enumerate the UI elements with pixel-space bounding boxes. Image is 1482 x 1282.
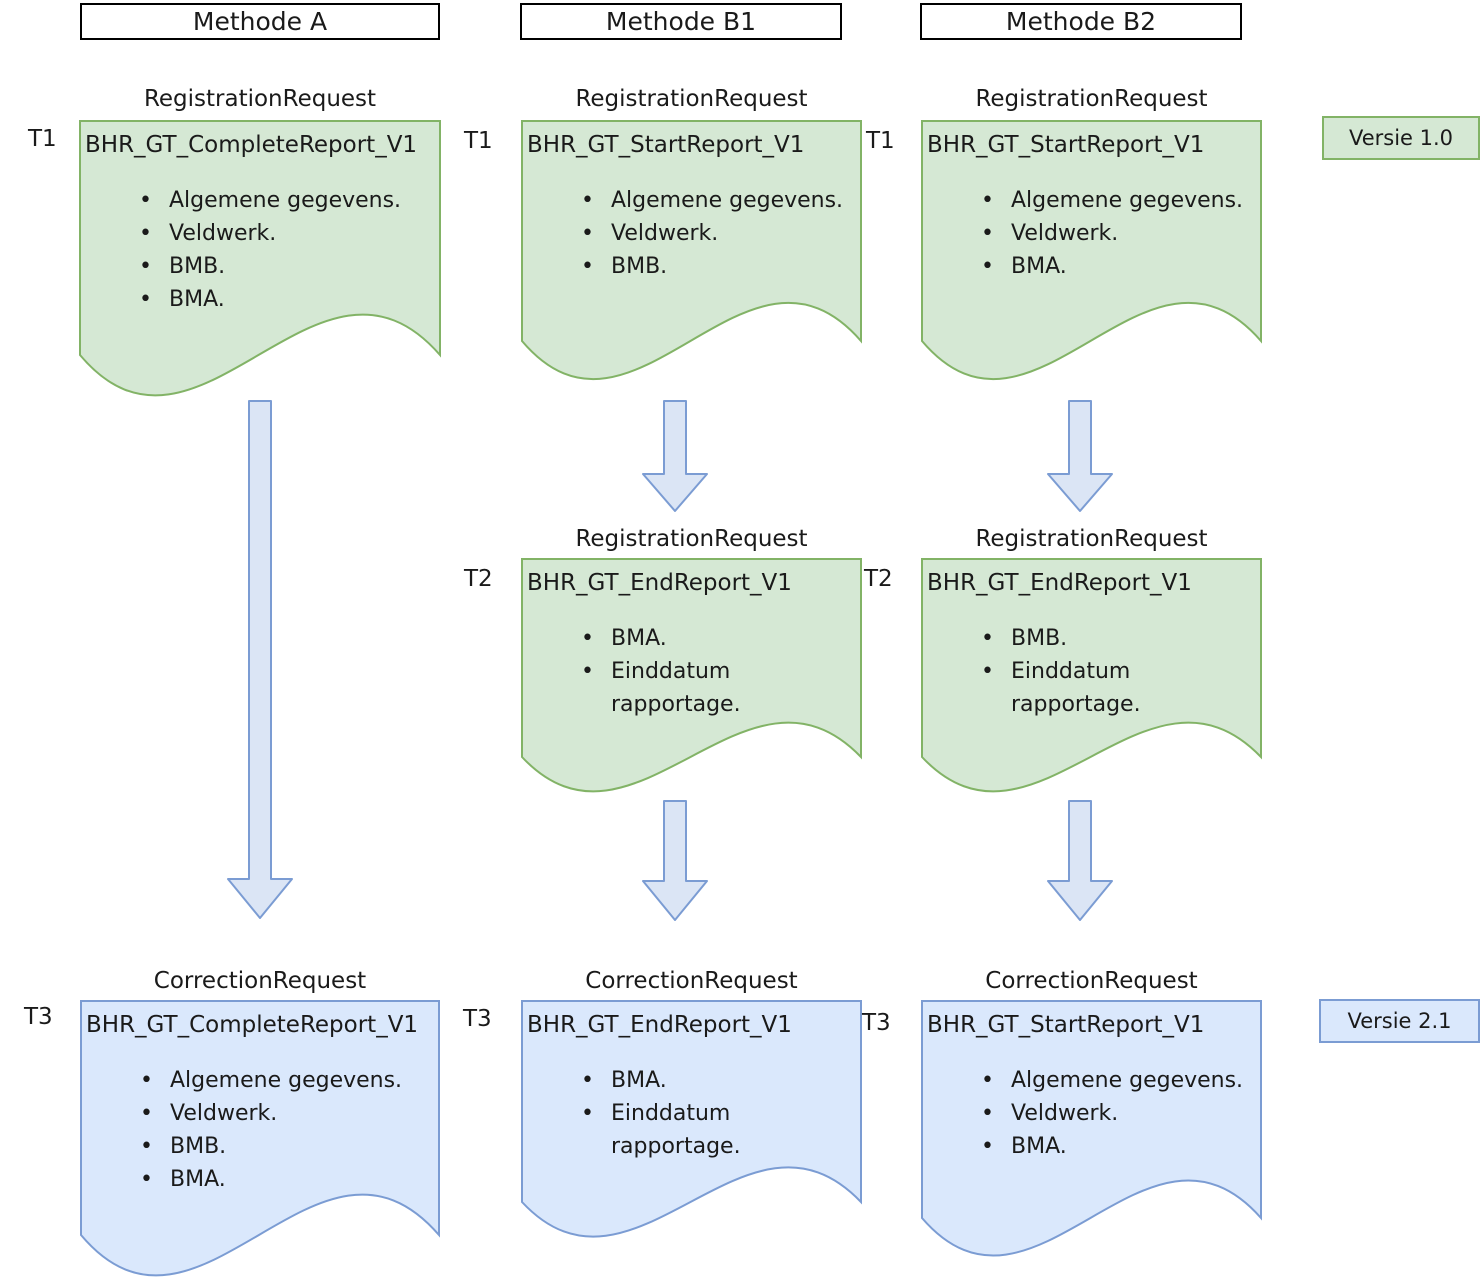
down-arrow-icon [642,400,708,512]
document-bullet-list: Algemene gegevens.Veldwerk.BMB.BMA. [86,1064,436,1196]
document-bullet-list: BMB.Einddatum rapportage. [927,622,1258,721]
bullet-item: BMA. [981,250,1254,283]
version-badge-1-0: Versie 1.0 [1322,116,1480,160]
bullet-item: BMA. [139,283,433,316]
document-title: BHR_GT_StartReport_V1 [527,132,805,158]
request-type-label: RegistrationRequest [975,86,1208,112]
document-title: BHR_GT_StartReport_V1 [927,132,1205,158]
bullet-item: BMA. [581,1064,854,1097]
document-b1-t1: BHR_GT_StartReport_V1 Algemene gegevens.… [521,120,862,383]
method-header-a: Methode A [80,3,440,40]
document-title: BHR_GT_EndReport_V1 [527,570,792,596]
time-label: T2 [864,566,893,592]
time-label: T3 [463,1006,492,1032]
down-arrow-icon [642,800,708,921]
bullet-item: Veldwerk. [139,217,433,250]
bullet-item: Algemene gegevens. [981,184,1254,217]
bullet-item: Einddatum rapportage. [581,1097,854,1163]
document-title: BHR_GT_CompleteReport_V1 [85,132,418,158]
document-title: BHR_GT_EndReport_V1 [527,1012,792,1038]
version-badge-1-0-label: Versie 1.0 [1348,126,1454,150]
request-type-label: RegistrationRequest [975,526,1208,552]
document-a-t3: BHR_GT_CompleteReport_V1 Algemene gegeve… [80,1000,440,1280]
bullet-item: BMB. [140,1130,432,1163]
bullet-item: Veldwerk. [581,217,854,250]
bullet-item: BMB. [981,622,1254,655]
document-b2-t1: BHR_GT_StartReport_V1 Algemene gegevens.… [921,120,1262,383]
document-bullet-list: Algemene gegevens.Veldwerk.BMB.BMA. [85,184,437,316]
document-a-t1: BHR_GT_CompleteReport_V1 Algemene gegeve… [79,120,441,400]
document-title: BHR_GT_StartReport_V1 [927,1012,1205,1038]
bullet-item: Einddatum rapportage. [581,655,854,721]
time-label: T1 [464,128,493,154]
method-header-b1: Methode B1 [520,3,842,40]
bullet-item: BMA. [581,622,854,655]
request-type-label: RegistrationRequest [575,86,808,112]
time-label: T3 [24,1004,53,1030]
time-label: T1 [28,126,57,152]
document-b2-t3: BHR_GT_StartReport_V1 Algemene gegevens.… [921,1000,1262,1260]
document-title: BHR_GT_EndReport_V1 [927,570,1192,596]
request-type-label: RegistrationRequest [575,526,808,552]
time-label: T2 [464,566,493,592]
version-badge-2-1-label: Versie 2.1 [1347,1009,1452,1033]
request-type-label: RegistrationRequest [143,86,377,112]
bullet-item: BMA. [140,1163,432,1196]
bullet-item: Algemene gegevens. [581,184,854,217]
document-bullet-list: BMA.Einddatum rapportage. [527,622,858,721]
bullet-item: BMB. [581,250,854,283]
document-title: BHR_GT_CompleteReport_V1 [86,1012,419,1038]
document-b2-t2: BHR_GT_EndReport_V1 BMB.Einddatum rappor… [921,558,1262,795]
bullet-item: Algemene gegevens. [981,1064,1254,1097]
method-header-b2: Methode B2 [920,3,1242,40]
bullet-item: Veldwerk. [981,1097,1254,1130]
method-header-b2-label: Methode B2 [1005,7,1157,36]
bullet-item: Algemene gegevens. [140,1064,432,1097]
method-header-a-label: Methode A [192,7,328,36]
document-bullet-list: Algemene gegevens.Veldwerk.BMA. [927,1064,1258,1163]
time-label: T1 [866,128,895,154]
document-bullet-list: Algemene gegevens.Veldwerk.BMA. [927,184,1258,283]
bullet-item: Algemene gegevens. [139,184,433,217]
request-type-label: CorrectionRequest [985,968,1198,994]
document-b1-t3: BHR_GT_EndReport_V1 BMA.Einddatum rappor… [521,1000,862,1240]
document-bullet-list: Algemene gegevens.Veldwerk.BMB. [527,184,858,283]
down-arrow-icon [1047,800,1113,921]
bullet-item: Veldwerk. [140,1097,432,1130]
version-badge-2-1: Versie 2.1 [1319,999,1480,1043]
request-type-label: CorrectionRequest [585,968,798,994]
request-type-label: CorrectionRequest [153,968,367,994]
method-header-b1-label: Methode B1 [605,7,757,36]
document-bullet-list: BMA.Einddatum rapportage. [527,1064,858,1163]
down-arrow-icon [1047,400,1113,512]
bullet-item: Veldwerk. [981,217,1254,250]
time-label: T3 [862,1010,891,1036]
down-arrow-icon [227,400,293,919]
bullet-item: BMA. [981,1130,1254,1163]
document-b1-t2: BHR_GT_EndReport_V1 BMA.Einddatum rappor… [521,558,862,795]
bullet-item: Einddatum rapportage. [981,655,1254,721]
bullet-item: BMB. [139,250,433,283]
